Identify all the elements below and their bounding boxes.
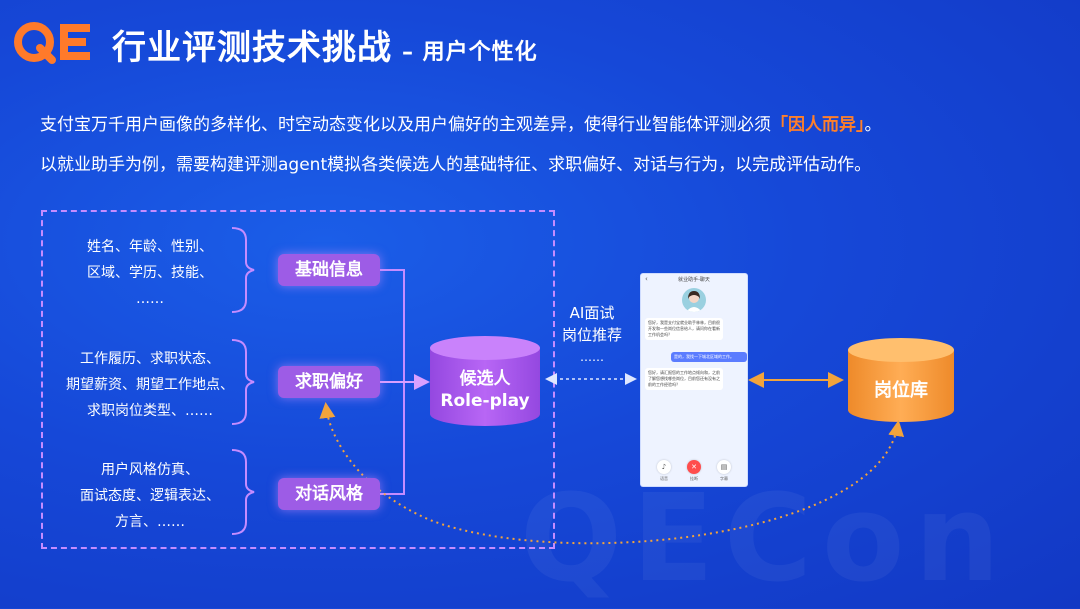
button-caption: 挂断	[690, 476, 698, 481]
button-caption: 字幕	[720, 476, 728, 481]
candidate-label-line1: 候选人	[459, 369, 511, 389]
back-arrow-icon: ‹	[645, 275, 648, 283]
attr-line: 期望薪资、期望工作地点、	[66, 377, 234, 393]
phone-header: 就业助手-聊天	[678, 277, 710, 283]
qe-logo	[14, 22, 90, 64]
title-subtitle: – 用户个性化	[402, 40, 538, 65]
job-db-cylinder	[848, 338, 954, 422]
subtitle-icon[interactable]: ▤	[717, 460, 731, 474]
intro-line-1-text: 支付宝万千用户画像的多样化、时空动态变化以及用户偏好的主观差异，使得行业智能体评…	[40, 115, 771, 135]
microphone-icon[interactable]: ♪	[657, 460, 671, 474]
tag-basic-info: 基础信息	[278, 254, 380, 286]
group-basic-attrs: 姓名、年龄、性别、 区域、学历、技能、 ……	[60, 234, 240, 312]
group-pref-attrs: 工作履历、求职状态、 期望薪资、期望工作地点、 求职岗位类型、……	[52, 346, 248, 424]
attr-line: 求职岗位类型、……	[87, 403, 213, 419]
hangup-icon[interactable]: ✕	[687, 460, 701, 474]
group-style-attrs: 用户风格仿真、 面试态度、逻辑表达、 方言、……	[60, 457, 240, 535]
tag-job-preference: 求职偏好	[278, 366, 380, 398]
assistant-avatar	[682, 288, 706, 312]
attr-line: 用户风格仿真、	[101, 462, 199, 478]
chat-bubble-assistant: 您好，我是支付宝就业助手林林，目前很开发和一些岗位信息给人，请问你在看新工作机会…	[645, 318, 723, 340]
attr-line: 面试态度、逻辑表达、	[80, 488, 220, 504]
chat-bubble-assistant: 您好，请汇报您的工作地点倾向和，之前了解您想找哪些岗位，目前您还有没有之前的工作…	[645, 368, 723, 390]
title-main: 行业评测技术挑战	[112, 28, 392, 68]
intro-line-1-end: 。	[864, 115, 882, 135]
background-watermark: QECon	[520, 470, 1010, 609]
candidate-label: 候选人 Role-play	[430, 368, 540, 412]
phone-mockup: ‹ 就业助手-聊天 您好，我是支付宝就业助手林林，目前很开发和一些岗位信息给人，…	[641, 274, 747, 486]
label-job-recommend: 岗位推荐	[561, 326, 622, 344]
candidate-label-line2: Role-play	[440, 391, 530, 411]
attr-line: 方言、……	[115, 514, 185, 530]
attr-line: ……	[136, 291, 164, 307]
label-ai-interview: AI面试	[569, 304, 615, 322]
label-ellipsis: ……	[580, 350, 604, 364]
chat-bubble-user: 是的，我找一下城北区域的工作。	[671, 352, 747, 362]
job-db-label: 岗位库	[874, 380, 928, 401]
intro-line-1: 支付宝万千用户画像的多样化、时空动态变化以及用户偏好的主观差异，使得行业智能体评…	[40, 110, 882, 135]
intro-highlight: 「因人而异」	[771, 115, 865, 135]
tag-dialog-style: 对话风格	[278, 478, 380, 510]
interaction-labels: AI面试 岗位推荐 ……	[560, 302, 624, 368]
button-caption: 语音	[660, 476, 668, 481]
attr-line: 工作履历、求职状态、	[80, 351, 220, 367]
intro-line-2: 以就业助手为例，需要构建评测agent模拟各类候选人的基础特征、求职偏好、对话与…	[40, 155, 872, 175]
attr-line: 区域、学历、技能、	[87, 265, 213, 281]
page-title: 行业评测技术挑战 – 用户个性化	[112, 20, 538, 69]
attr-line: 姓名、年龄、性别、	[87, 239, 213, 255]
